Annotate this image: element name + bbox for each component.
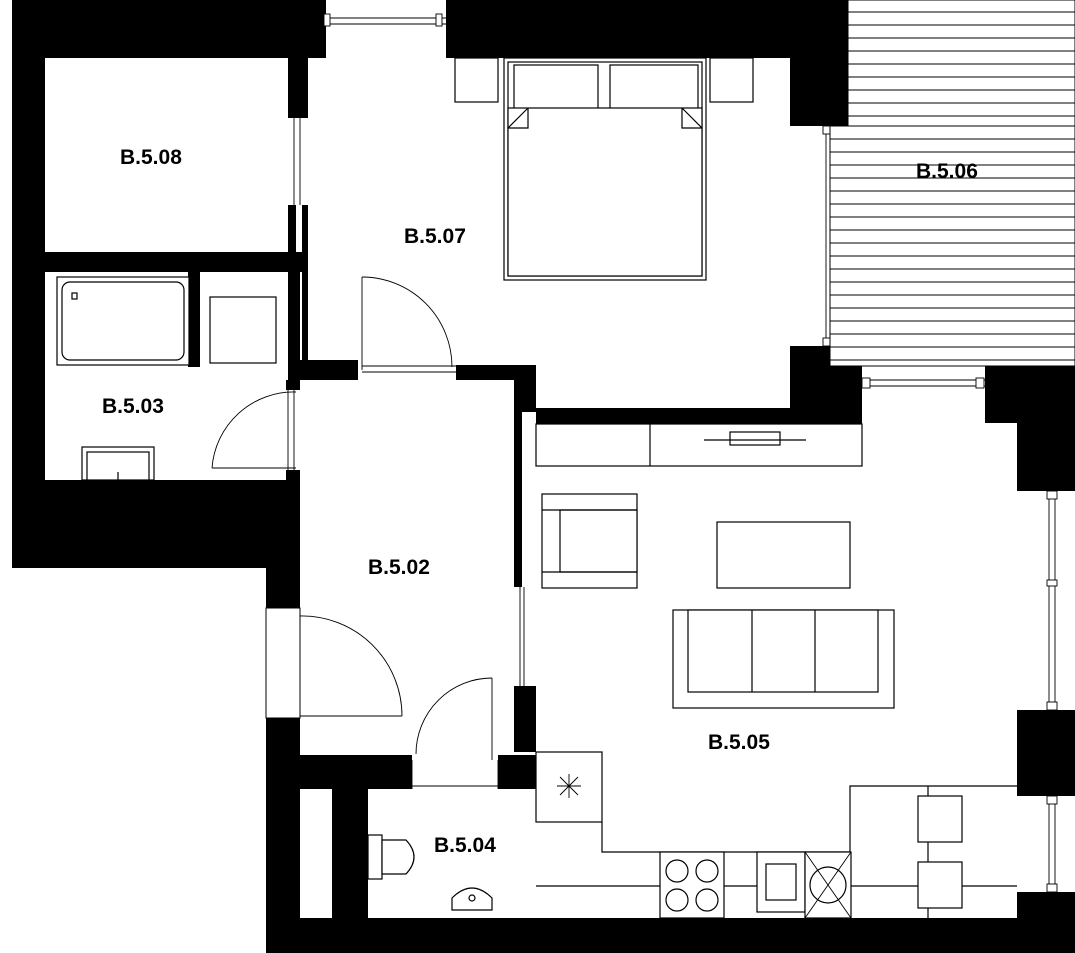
room-label-b502: B.5.02 — [368, 556, 430, 579]
room-label-b504: B.5.04 — [434, 834, 496, 857]
coffee-table — [716, 521, 851, 589]
armchair — [541, 493, 638, 589]
nightstand-left — [454, 57, 499, 103]
bathroom-sink — [81, 446, 155, 481]
room-label-b508: B.5.08 — [120, 146, 182, 169]
sofa — [672, 609, 895, 709]
walls — [12, 0, 1075, 953]
double-bed — [503, 57, 707, 281]
nightstand-right — [709, 57, 754, 103]
bar-stool-2 — [917, 861, 963, 909]
wc-basin — [451, 887, 493, 911]
room-label-b506: B.5.06 — [916, 160, 978, 183]
toilet — [367, 834, 415, 880]
fridge — [535, 751, 603, 823]
room-labels: B.5.08 B.5.07 B.5.06 B.5.03 B.5.02 B.5.0… — [102, 146, 978, 857]
room-label-b503: B.5.03 — [102, 395, 164, 418]
bathtub — [56, 276, 190, 366]
washing-machine — [209, 296, 277, 364]
kitchen-sink — [756, 851, 852, 919]
bar-stool-1 — [917, 795, 963, 843]
balcony-decking — [829, 0, 1075, 367]
room-label-b505: B.5.05 — [708, 731, 770, 754]
tv-cabinet — [535, 423, 863, 467]
room-label-b507: B.5.07 — [404, 225, 466, 248]
windows — [293, 13, 1058, 893]
stove — [659, 851, 725, 919]
doors — [211, 276, 499, 789]
furniture — [56, 57, 1017, 919]
